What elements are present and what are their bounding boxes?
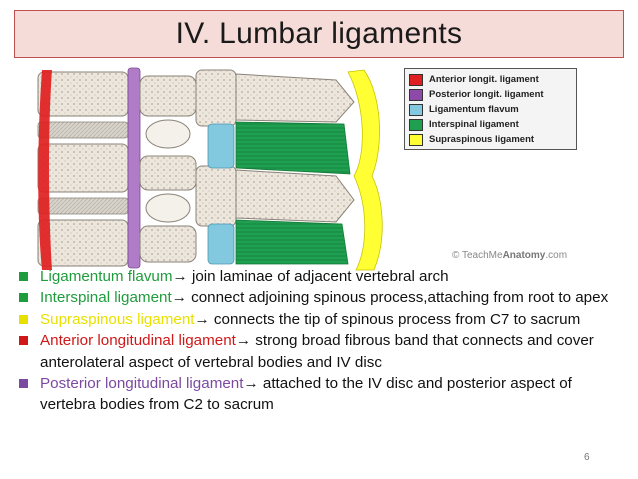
watermark: © TeachMeAnatomy.com <box>452 250 567 261</box>
list-item: Supraspinous ligament→ connects the tip … <box>16 309 622 330</box>
arrow-icon: → <box>171 289 187 307</box>
square-bullet-icon <box>19 336 28 346</box>
legend-label: Ligamentum flavum <box>429 104 519 115</box>
bullet-text: strong broad fibrous band that connects … <box>40 332 594 371</box>
square-bullet-icon <box>19 314 28 324</box>
bullet-text: join laminae of adjacent vertebral arch <box>187 268 449 285</box>
bullet-term: Anterior longitudinal ligament <box>40 332 236 350</box>
watermark-brand: Anatomy <box>502 250 546 261</box>
legend-item: Ligamentum flavum <box>409 102 572 117</box>
legend-item: Posterior longit. ligament <box>409 87 572 102</box>
legend-label: Interspinal ligament <box>429 119 519 130</box>
slide-title: IV. Lumbar ligaments <box>175 17 463 50</box>
legend-swatch-posterior <box>409 88 423 101</box>
laminae <box>195 69 237 227</box>
bullet-term: Ligamentum flavum <box>40 268 173 285</box>
legend-label: Posterior longit. ligament <box>429 89 544 100</box>
ligament-legend: Anterior longit. ligament Posterior long… <box>404 68 577 150</box>
interspinal-ligament <box>235 121 351 265</box>
watermark-prefix: TeachMe <box>461 250 503 261</box>
legend-swatch-flavum <box>409 103 423 116</box>
watermark-suffix: .com <box>545 250 568 261</box>
legend-item: Supraspinous ligament <box>409 132 572 147</box>
square-bullet-icon <box>19 272 28 281</box>
arrow-icon: → <box>243 375 259 393</box>
title-box: IV. Lumbar ligaments <box>14 10 624 58</box>
bullet-term: Interspinal ligament <box>40 289 172 307</box>
vertebral-arch <box>139 75 197 263</box>
list-item: Posterior longitudinal ligament→ attache… <box>16 373 622 416</box>
legend-item: Anterior longit. ligament <box>409 72 572 87</box>
supraspinous-ligament <box>347 69 383 271</box>
bullet-text: connects the tip of spinous process from… <box>209 310 581 328</box>
spinous-processes <box>235 73 355 223</box>
list-item: Ligamentum flavum→ join laminae of adjac… <box>16 266 622 287</box>
bullet-term: Supraspinous ligament <box>40 310 195 328</box>
list-item: Anterior longitudinal ligament→ strong b… <box>16 330 622 373</box>
legend-swatch-anterior <box>409 73 423 86</box>
bullet-list: Ligamentum flavum→ join laminae of adjac… <box>16 266 622 416</box>
slide-number: 6 <box>584 452 590 463</box>
square-bullet-icon <box>19 293 28 303</box>
arrow-icon: → <box>235 332 252 350</box>
lumbar-spine-illustration <box>37 67 383 271</box>
legend-label: Supraspinous ligament <box>429 134 535 145</box>
posterior-longitudinal-ligament <box>127 67 141 269</box>
legend-swatch-supraspinous <box>409 133 423 146</box>
list-item: Interspinal ligament→ connect adjoining … <box>16 287 622 308</box>
vertebral-bodies <box>37 71 129 267</box>
bullet-text: attached to the IV disc and posterior as… <box>40 375 572 414</box>
bullet-term: Posterior longitudinal ligament <box>40 375 244 393</box>
arrow-icon: → <box>194 310 210 328</box>
anterior-longitudinal-ligament <box>38 70 52 270</box>
legend-swatch-interspinal <box>409 118 423 131</box>
legend-item: Interspinal ligament <box>409 117 572 132</box>
square-bullet-icon <box>19 379 28 389</box>
legend-label: Anterior longit. ligament <box>429 74 539 85</box>
arrow-icon: → <box>172 268 188 285</box>
bullet-text: connect adjoining spinous process,attach… <box>186 289 609 307</box>
ligamentum-flavum <box>207 123 235 265</box>
copyright-icon: © <box>452 250 460 261</box>
